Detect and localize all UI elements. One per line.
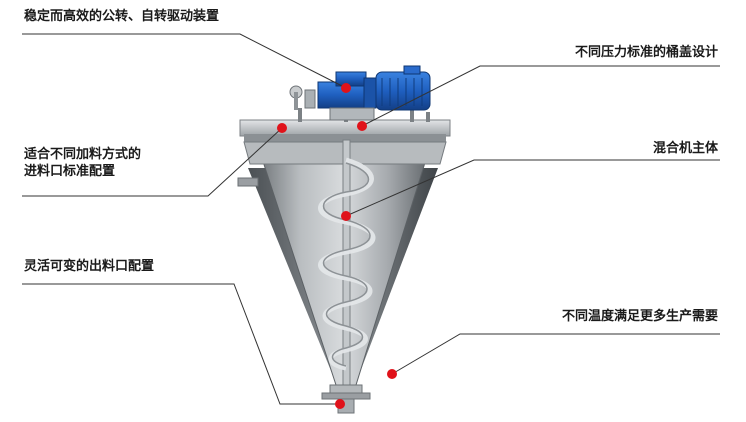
callout-dot-body [341, 211, 351, 221]
callout-line-drive [22, 33, 347, 89]
top-ring [239, 119, 451, 137]
callout-line-outlet [22, 283, 340, 405]
spiral-screw [318, 157, 376, 371]
callout-dot-inlet [277, 123, 287, 133]
top-valve [289, 85, 316, 110]
label-outlet: 灵活可变的出料口配置 [24, 259, 155, 274]
label-temperature: 不同温度满足更多生产需要 [561, 309, 718, 324]
callout-dots [277, 83, 397, 409]
callout-line-cover [361, 65, 720, 127]
label-inlet-line2: 进料口标准配置 [24, 164, 116, 179]
inlet-nozzle [237, 177, 259, 187]
callout-dot-temperature [387, 369, 397, 379]
callout-lines [22, 33, 720, 405]
callout-line-inlet [22, 127, 283, 197]
callout-line-body [345, 159, 720, 217]
bottom-outlet [321, 384, 371, 414]
label-inlet-line1: 适合不同加料方式的 [24, 147, 142, 162]
callout-dot-outlet [335, 399, 345, 409]
label-body: 混合机主体 [652, 141, 718, 156]
callout-dot-drive [341, 83, 351, 93]
callout-line-temperature [391, 333, 720, 375]
callout-dot-cover [357, 121, 367, 131]
top-flange [244, 134, 446, 142]
label-drive: 稳定而高效的公转、自转驱动装置 [24, 9, 220, 24]
label-cover: 不同压力标准的桶盖设计 [574, 45, 718, 60]
mixer-machine [237, 65, 451, 414]
